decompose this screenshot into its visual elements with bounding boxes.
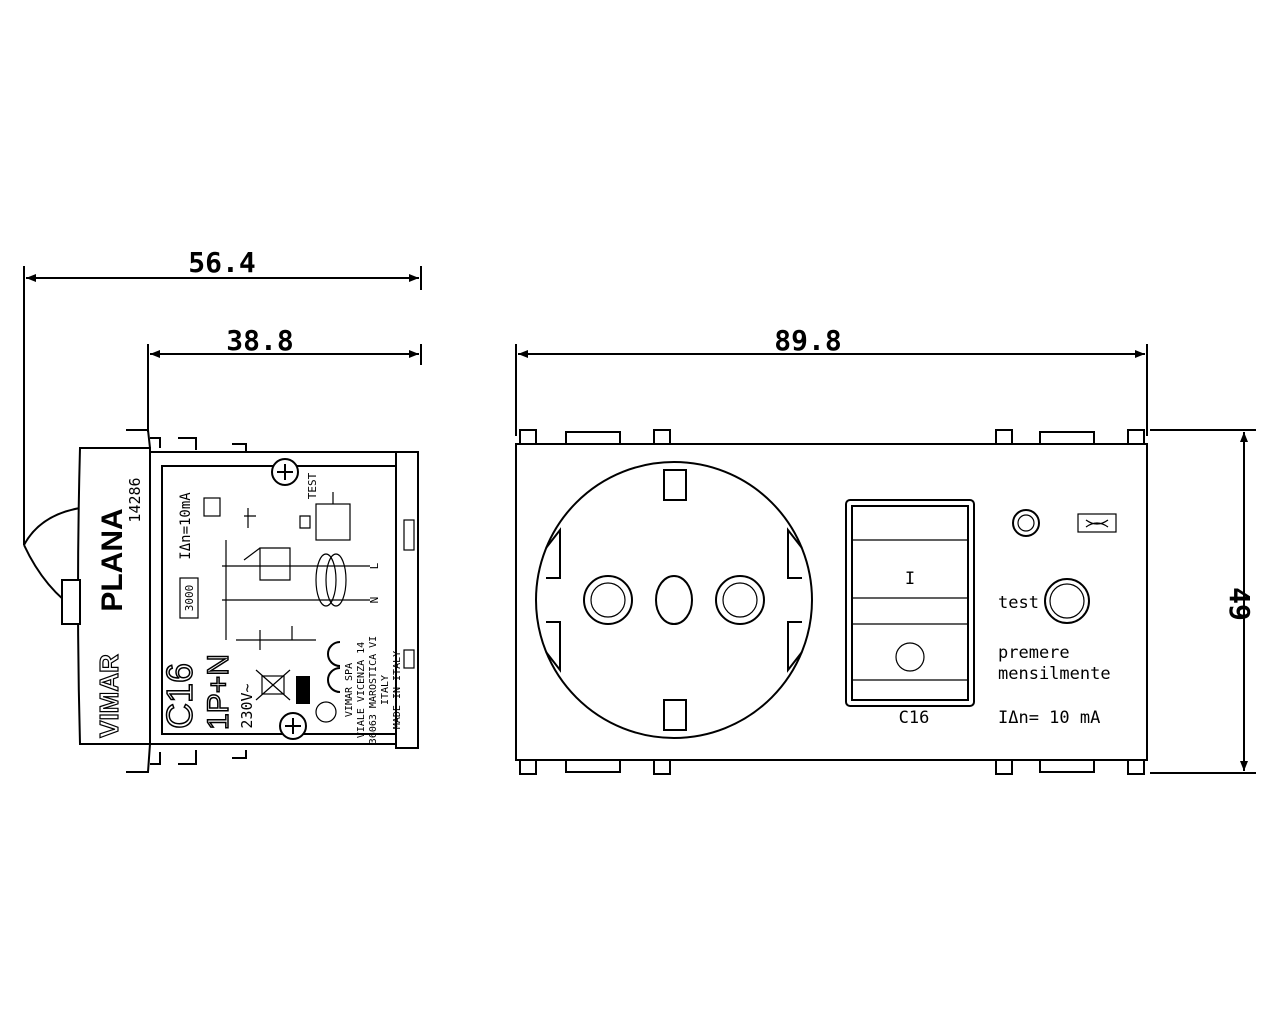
dimension-side-body: 38.8: [147, 324, 422, 432]
sensitivity-label: IΔn= 10 mA: [998, 708, 1100, 728]
address-line-5: MADE IN ITALY: [392, 651, 403, 729]
weee-bin-icon: [255, 669, 310, 704]
instruction-line-2: mensilmente: [998, 664, 1111, 684]
socket-pin-center[interactable]: [655, 575, 693, 625]
instruction-line-1: premere: [998, 643, 1070, 663]
socket-pin-right[interactable]: [715, 575, 765, 625]
side-brand-plana: PLANA: [96, 508, 129, 611]
side-sensitivity: IΔn=10mA: [178, 492, 194, 560]
schuko-socket: [535, 461, 813, 739]
terminal-n-label: N: [368, 597, 381, 604]
status-indicator-icon: [1012, 509, 1040, 537]
side-breaking-capacity: 3000: [183, 585, 196, 612]
dimension-side-body-label: 38.8: [226, 324, 293, 357]
screw-bottom-icon: [279, 712, 307, 740]
manufacturer-logo-icon: [315, 701, 337, 723]
address-line-2: VIALE VICENZA 14: [356, 642, 367, 738]
address-line-1: VIMAR SPA: [344, 663, 355, 717]
ce-mark-icon: [327, 641, 341, 693]
side-rating: C16: [159, 663, 200, 729]
socket-pin-left[interactable]: [583, 575, 633, 625]
wave-symbol-icon: [1077, 513, 1117, 533]
switch-off-mark-icon: [895, 642, 925, 672]
dimension-front-height: 49: [1150, 429, 1256, 774]
side-code: 14286: [126, 477, 144, 522]
test-button[interactable]: [1044, 578, 1090, 624]
circuit-schematic: TEST L N: [222, 472, 381, 650]
side-voltage: 230V~: [238, 683, 256, 728]
dimension-front-width-label: 89.8: [774, 324, 841, 357]
address-line-3: 36063 MAROSTICA VI: [368, 636, 379, 744]
address-line-4: ITALY: [380, 675, 391, 705]
side-poles: 1P+N: [202, 654, 235, 730]
dimension-front-height-label: 49: [1223, 587, 1256, 621]
screw-top-icon: [271, 458, 299, 486]
side-wave-symbol-icon: [203, 497, 221, 517]
side-brand-vimar: VIMAR: [94, 654, 124, 738]
terminal-l-label: L: [368, 562, 381, 569]
breaker-rating: C16: [899, 708, 930, 728]
front-view: I C16 test premere mensilmente IΔn= 10 m…: [515, 429, 1148, 775]
side-view: PLANA 14286 VIMAR C16 1P+N 230V~ IΔn=10m…: [23, 429, 419, 773]
switch-on-mark: I: [905, 569, 915, 589]
dimension-side-total-label: 56.4: [188, 246, 255, 279]
dimension-side-total: 56.4: [23, 246, 422, 545]
dimension-front-width: 89.8: [515, 324, 1148, 436]
breaker-switch[interactable]: I: [845, 499, 975, 707]
test-label: test: [998, 593, 1039, 613]
schematic-test-label: TEST: [306, 472, 319, 499]
